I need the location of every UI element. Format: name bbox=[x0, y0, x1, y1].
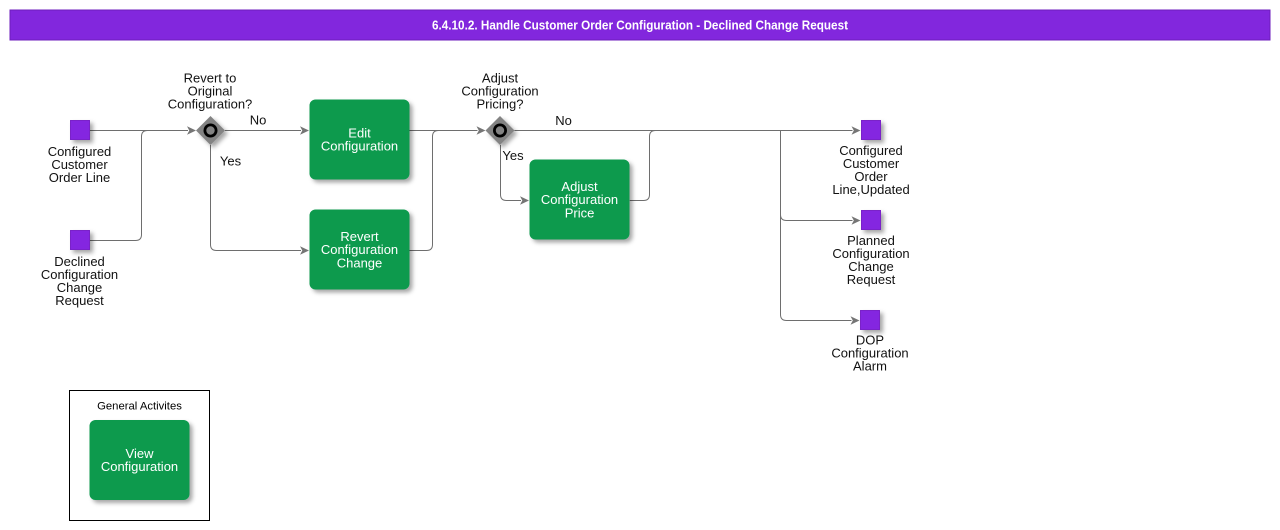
svg-text:Revert to: Revert to bbox=[184, 71, 237, 86]
svg-text:Order Line: Order Line bbox=[49, 170, 110, 185]
svg-text:Change: Change bbox=[57, 280, 103, 295]
svg-text:Request: Request bbox=[55, 293, 104, 308]
svg-text:DOP: DOP bbox=[856, 333, 884, 348]
svg-text:Configuration: Configuration bbox=[461, 84, 538, 99]
svg-text:Request: Request bbox=[847, 272, 896, 287]
svg-text:View: View bbox=[126, 446, 155, 461]
svg-text:Yes: Yes bbox=[220, 154, 242, 169]
svg-text:Declined: Declined bbox=[54, 254, 105, 269]
svg-text:Configured: Configured bbox=[839, 143, 903, 158]
svg-text:Alarm: Alarm bbox=[853, 359, 887, 374]
svg-text:No: No bbox=[555, 113, 572, 128]
svg-text:Configuration: Configuration bbox=[541, 192, 618, 207]
svg-text:Configuration: Configuration bbox=[321, 242, 398, 257]
svg-text:Adjust: Adjust bbox=[482, 71, 519, 86]
svg-text:Customer: Customer bbox=[843, 156, 900, 171]
svg-text:Line,Updated: Line,Updated bbox=[832, 182, 909, 197]
svg-text:Configuration: Configuration bbox=[321, 139, 398, 154]
svg-text:Yes: Yes bbox=[502, 148, 524, 163]
svg-text:Configured: Configured bbox=[48, 144, 112, 159]
svg-text:Customer: Customer bbox=[51, 157, 108, 172]
svg-text:Planned: Planned bbox=[847, 233, 895, 248]
svg-text:Revert: Revert bbox=[340, 229, 379, 244]
svg-text:Configuration: Configuration bbox=[831, 346, 908, 361]
svg-text:General Activites: General Activites bbox=[97, 401, 182, 413]
svg-text:6.4.10.2. Handle Customer Orde: 6.4.10.2. Handle Customer Order Configur… bbox=[432, 19, 849, 33]
svg-text:Configuration: Configuration bbox=[41, 267, 118, 282]
svg-text:Edit: Edit bbox=[348, 125, 371, 140]
svg-text:Change: Change bbox=[337, 255, 383, 270]
svg-text:Original: Original bbox=[188, 84, 233, 99]
svg-text:Configuration?: Configuration? bbox=[168, 97, 253, 112]
svg-text:Price: Price bbox=[565, 205, 595, 220]
svg-text:No: No bbox=[250, 113, 267, 128]
svg-text:Change: Change bbox=[848, 259, 894, 274]
svg-text:Adjust: Adjust bbox=[561, 179, 598, 194]
svg-text:Order: Order bbox=[854, 169, 888, 184]
svg-text:Configuration: Configuration bbox=[101, 459, 178, 474]
svg-text:Pricing?: Pricing? bbox=[477, 97, 524, 112]
svg-text:Configuration: Configuration bbox=[832, 246, 909, 261]
